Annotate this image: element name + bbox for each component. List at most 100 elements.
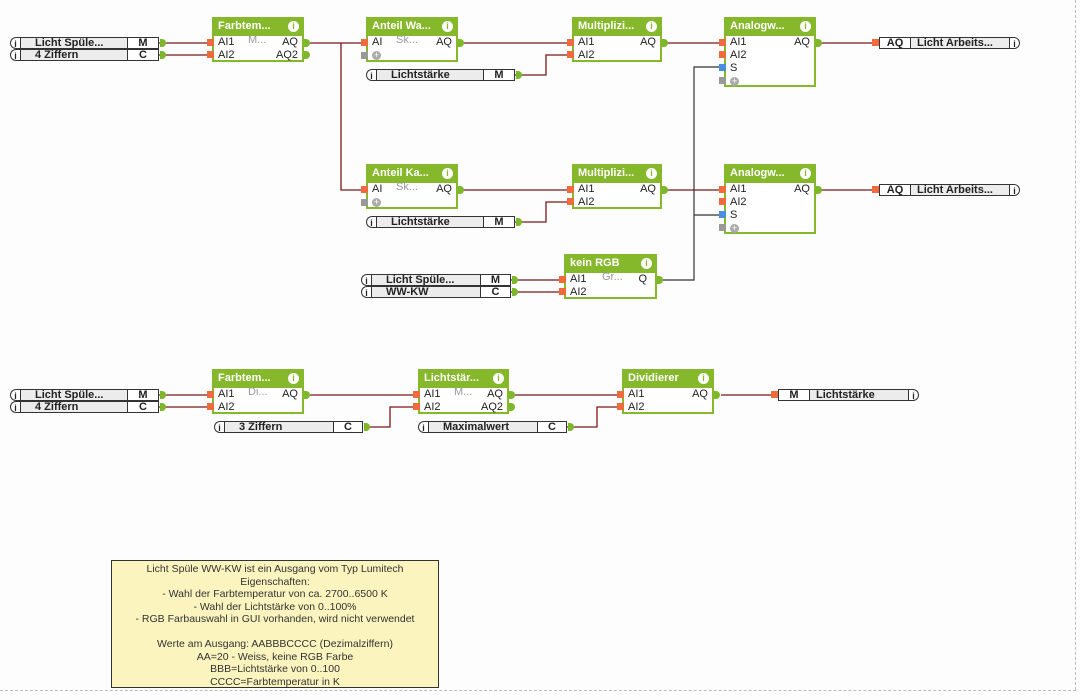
add-input-icon[interactable]: + — [730, 76, 739, 86]
input-port[interactable] — [617, 391, 624, 398]
input-connector[interactable]: i 4 Ziffern C — [10, 401, 166, 413]
info-icon[interactable]: i — [10, 401, 20, 413]
output-port[interactable] — [160, 403, 166, 411]
info-icon[interactable]: i — [288, 373, 299, 384]
output-port[interactable] — [509, 391, 515, 399]
info-icon[interactable]: i — [366, 69, 376, 81]
output-port[interactable] — [816, 39, 822, 47]
info-icon[interactable]: i — [361, 274, 371, 286]
output-port[interactable] — [512, 288, 518, 296]
info-icon[interactable]: i — [646, 168, 657, 179]
output-port[interactable] — [458, 186, 464, 194]
input-port[interactable] — [719, 39, 726, 46]
info-icon[interactable]: i — [288, 21, 299, 32]
input-port[interactable] — [207, 39, 214, 46]
input-port[interactable] — [559, 276, 566, 283]
output-port[interactable] — [160, 39, 166, 47]
info-icon[interactable]: i — [493, 373, 504, 384]
input-connector[interactable]: i Licht Spüle... M — [10, 37, 166, 49]
input-connector[interactable]: i Licht Spüle... M — [361, 274, 518, 286]
output-port[interactable] — [458, 39, 464, 47]
info-icon[interactable]: i — [800, 21, 811, 32]
input-port[interactable] — [207, 403, 214, 410]
info-icon[interactable]: i — [641, 258, 652, 269]
input-connector[interactable]: i Lichtstärke M — [366, 69, 522, 81]
add-input-icon[interactable]: + — [372, 197, 381, 207]
input-connector[interactable]: i WW-KW C — [361, 286, 518, 298]
info-icon[interactable]: i — [418, 421, 428, 433]
output-port[interactable] — [304, 39, 310, 47]
info-icon[interactable]: i — [361, 286, 371, 298]
add-input-icon[interactable]: + — [730, 223, 739, 233]
output-connector[interactable]: M Lichtstärke i — [771, 389, 919, 401]
block-header[interactable]: Analogw...i — [726, 19, 814, 36]
input-port[interactable] — [567, 39, 574, 46]
input-port[interactable] — [719, 198, 726, 205]
info-icon[interactable]: i — [698, 373, 709, 384]
input-port[interactable] — [361, 39, 368, 46]
input-port[interactable] — [207, 391, 214, 398]
input-port[interactable] — [771, 391, 778, 398]
block-header[interactable]: Farbtem...i — [214, 19, 302, 36]
output-connector[interactable]: AQ Licht Arbeits... i — [872, 37, 1020, 49]
output-port[interactable] — [509, 403, 515, 411]
block-header[interactable]: Anteil Wa...i — [368, 19, 456, 36]
block-header[interactable]: Multiplizi...i — [574, 166, 660, 183]
output-port[interactable] — [568, 423, 574, 431]
output-port[interactable] — [816, 186, 822, 194]
info-icon[interactable]: i — [442, 21, 453, 32]
input-port[interactable] — [413, 391, 420, 398]
add-input-icon[interactable]: + — [372, 50, 381, 60]
input-connector[interactable]: i Maximalwert C — [418, 421, 574, 433]
output-port[interactable] — [160, 51, 166, 59]
input-connector[interactable]: i 3 Ziffern C — [214, 421, 370, 433]
output-port[interactable] — [364, 423, 370, 431]
input-port[interactable] — [719, 186, 726, 193]
input-port[interactable] — [719, 64, 726, 71]
block-header[interactable]: Anteil Ka...i — [368, 166, 456, 183]
block-header[interactable]: Farbtem...i — [214, 371, 302, 388]
input-connector[interactable]: i Lichtstärke M — [366, 216, 522, 228]
output-port[interactable] — [662, 186, 668, 194]
output-port[interactable] — [516, 218, 522, 226]
block-header[interactable]: Analogw...i — [726, 166, 814, 183]
output-port[interactable] — [657, 276, 663, 284]
input-port[interactable] — [719, 224, 726, 231]
input-port[interactable] — [719, 77, 726, 84]
input-port[interactable] — [567, 198, 574, 205]
input-port[interactable] — [567, 186, 574, 193]
input-port[interactable] — [872, 186, 879, 193]
output-port[interactable] — [160, 391, 166, 399]
input-port[interactable] — [617, 403, 624, 410]
output-port[interactable] — [516, 71, 522, 79]
input-port[interactable] — [567, 51, 574, 58]
output-connector[interactable]: AQ Licht Arbeits... i — [872, 184, 1020, 196]
block-header[interactable]: Multiplizi...i — [574, 19, 660, 36]
input-connector[interactable]: i Licht Spüle... M — [10, 389, 166, 401]
output-port[interactable] — [304, 51, 310, 59]
output-port[interactable] — [512, 276, 518, 284]
info-icon[interactable]: i — [800, 168, 811, 179]
input-port[interactable] — [361, 186, 368, 193]
input-port[interactable] — [719, 211, 726, 218]
input-port[interactable] — [719, 51, 726, 58]
input-port[interactable] — [207, 51, 214, 58]
input-connector[interactable]: i 4 Ziffern C — [10, 49, 166, 61]
info-icon[interactable]: i — [909, 389, 919, 401]
comment-box[interactable]: Licht Spüle WW-KW ist ein Ausgang vom Ty… — [111, 560, 439, 688]
output-port[interactable] — [662, 39, 668, 47]
info-icon[interactable]: i — [10, 37, 20, 49]
info-icon[interactable]: i — [1010, 37, 1020, 49]
